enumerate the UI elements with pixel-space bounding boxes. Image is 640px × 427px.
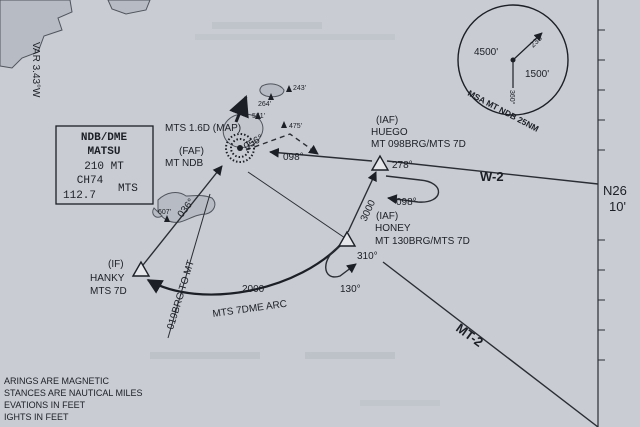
note-bearings: ARINGS ARE MAGNETIC (4, 376, 110, 386)
navaid-type: NDB/DME (81, 132, 128, 144)
hanky-name: HANKY (90, 273, 125, 284)
note-heights: IGHTS IN FEET (4, 412, 69, 422)
elevation-264: 264' (258, 101, 271, 108)
msa-circle (457, 4, 569, 116)
course-278: 278° (392, 160, 413, 171)
island-small-west (152, 207, 163, 218)
navaid-vhf-freq: 112.7 (63, 190, 96, 202)
huego-role: (IAF) (376, 115, 398, 126)
msa-sector-high: 4500' (474, 47, 498, 58)
huego-info: MT 098BRG/MTS 7D (371, 139, 466, 150)
elevation-561: 561' (252, 113, 265, 120)
msa-sector-low: 1500' (525, 69, 549, 80)
lead-radial-line (167, 193, 211, 339)
course-130: 130° (340, 284, 361, 295)
elevation-243: 243' (293, 85, 306, 92)
border-ticks (598, 29, 605, 361)
msa-label: MSA MT NDB 25NM (466, 88, 540, 134)
island-matsu-north (259, 83, 285, 98)
msa-bearing-a: 233° (528, 31, 546, 49)
honey-name: HONEY (375, 223, 411, 234)
map-course-arrow (229, 95, 249, 123)
airway-mt2-label: MT-2 (453, 320, 486, 350)
airway-w2-line (386, 160, 599, 185)
arc-altitude-2000: 2000 (242, 284, 265, 295)
hanky-info: MTS 7D (90, 286, 127, 297)
course-098-hold: 098° (396, 197, 417, 208)
holding-honey (325, 245, 357, 278)
course-098-inbound: 098° (283, 152, 304, 163)
faf-role: (FAF) (179, 146, 204, 157)
honey-role: (IAF) (376, 211, 398, 222)
note-elevations: EVATIONS IN FEET (4, 400, 86, 410)
coastline-northwest (0, 0, 73, 69)
navaid-ndb-freq: 210 MT (84, 161, 124, 173)
faf-name: MT NDB (165, 158, 203, 169)
navaid-box (55, 125, 154, 205)
elevation-607: 607' (158, 209, 171, 216)
variation-label: VAR 3.43°W (30, 42, 41, 98)
dme-arc (146, 239, 346, 296)
faf-ndb-symbol (225, 133, 255, 163)
coastline-north (107, 0, 151, 15)
navaid-name: MATSU (87, 146, 120, 158)
navaid-channel: CH74 (77, 175, 104, 187)
hanky-role: (IF) (108, 259, 124, 270)
airway-w2-label: W-2 (480, 169, 504, 184)
course-huego-inbound (269, 147, 373, 162)
course-honey-to-huego (347, 171, 377, 233)
navaid-ident: MTS (118, 183, 138, 195)
msa-bearing-b: 360° (508, 90, 516, 105)
hanky-fix-triangle (131, 260, 151, 277)
course-310: 310° (357, 251, 378, 262)
note-distances: STANCES ARE NAUTICAL MILES (4, 388, 143, 398)
map-point-label: MTS 1.6D (MAP) (165, 123, 241, 134)
arc-label: MTS 7DME ARC (212, 299, 288, 320)
obstacle-markers (164, 85, 292, 222)
bleed-through-text (150, 22, 440, 406)
honey-info: MT 130BRG/MTS 7D (375, 236, 470, 247)
airway-mt2-line (382, 261, 599, 427)
island-main (157, 192, 216, 223)
final-approach-course (142, 165, 223, 266)
island-matsu (222, 113, 264, 148)
lead-radial-label: 019BRG TO MT (165, 259, 197, 331)
huego-name: HUEGO (371, 127, 408, 138)
huego-fix-triangle (370, 154, 390, 171)
course-faf-to-honey (247, 171, 346, 239)
latitude-degrees: N26 (603, 183, 627, 198)
honey-fix-triangle (337, 230, 357, 247)
elevation-475: 475' (289, 123, 302, 130)
holding-huego (385, 175, 440, 205)
latitude-minutes: 10' (609, 199, 626, 214)
missed-approach-path (245, 133, 319, 155)
